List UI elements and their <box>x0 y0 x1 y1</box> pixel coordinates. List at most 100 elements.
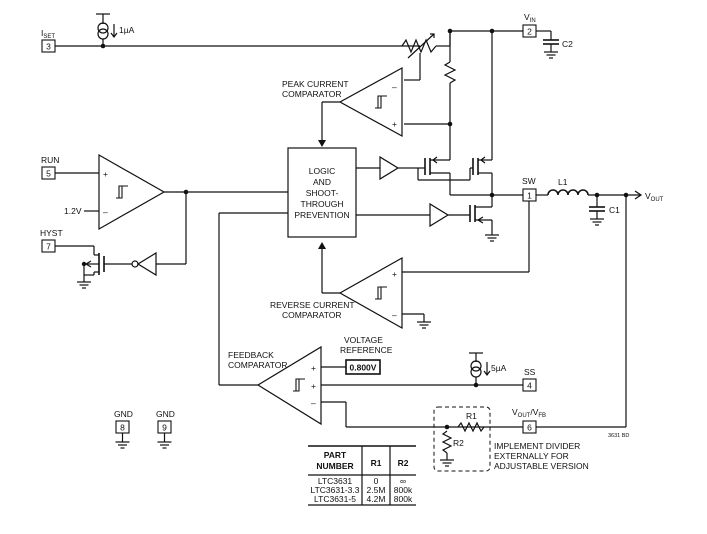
table-row: LTC3631-3.3 2.5M 800k <box>311 485 413 495</box>
vin-pin: 2 <box>522 24 537 38</box>
current-source-5ua: 5µA <box>469 352 507 385</box>
hyst-pin: 7 HYST <box>40 228 63 253</box>
logic-shoot-through-block: LOGIC AND SHOOT- THROUGH PREVENTION <box>287 147 357 238</box>
resistor-r1 <box>457 421 485 433</box>
sense-resistor <box>443 61 457 84</box>
svg-text:3: 3 <box>46 42 51 52</box>
svg-text:+: + <box>103 169 108 179</box>
svg-text:5µA: 5µA <box>491 363 507 373</box>
svg-text:2: 2 <box>527 27 532 37</box>
run-pin: 5 RUN <box>41 155 59 180</box>
svg-text:PEAK CURRENT: PEAK CURRENT <box>282 79 349 89</box>
vout-label: VOUT <box>645 191 664 203</box>
peak-current-comparator: – + PEAK CURRENT COMPARATOR <box>282 66 403 138</box>
svg-text:+: + <box>392 119 397 129</box>
doc-code: 3631 BD <box>608 433 629 439</box>
divider-dashed-box <box>433 406 491 472</box>
capacitor-c2: C2 <box>543 31 573 59</box>
svg-text:LTC3631-3.3: LTC3631-3.3 <box>311 485 360 495</box>
svg-text:PREVENTION: PREVENTION <box>294 210 349 220</box>
ss-pin: 4 SS <box>522 367 537 392</box>
svg-text:9: 9 <box>162 423 167 433</box>
bottom-nmos-switch <box>469 195 500 242</box>
svg-text:8: 8 <box>120 423 125 433</box>
current-source-1ua: 1µA <box>96 13 135 46</box>
svg-text:ADJUSTABLE VERSION: ADJUSTABLE VERSION <box>494 461 589 471</box>
svg-text:HYST: HYST <box>40 228 63 238</box>
svg-text:1µA: 1µA <box>119 25 135 35</box>
gnd-pin-9: GND 9 <box>156 409 175 449</box>
svg-text:L1: L1 <box>558 177 568 187</box>
inductor-l1 <box>547 189 589 196</box>
svg-text:1: 1 <box>527 191 532 201</box>
svg-text:SHOOT-: SHOOT- <box>306 188 339 198</box>
svg-text:SS: SS <box>524 367 536 377</box>
svg-text:+: + <box>311 363 316 373</box>
svg-text:R1: R1 <box>466 411 477 421</box>
svg-text:VOLTAGE: VOLTAGE <box>344 335 383 345</box>
svg-text:0: 0 <box>374 476 379 486</box>
vin-label: VIN <box>524 12 536 24</box>
svg-text:∞: ∞ <box>400 476 406 486</box>
reverse-current-comparator: + – REVERSE CURRENT COMPARATOR <box>270 256 403 330</box>
table-row: LTC3631-5 4.2M 800k <box>314 494 413 504</box>
svg-text:SW: SW <box>522 176 536 186</box>
vout-vfb-pin: 6 <box>522 420 537 434</box>
svg-text:–: – <box>392 310 397 320</box>
svg-text:C2: C2 <box>562 39 573 49</box>
svg-text:0.800V: 0.800V <box>350 363 377 373</box>
top-pmos-switch <box>412 150 451 190</box>
svg-text:FEEDBACK: FEEDBACK <box>228 350 274 360</box>
svg-text:EXTERNALLY FOR: EXTERNALLY FOR <box>494 451 569 461</box>
svg-text:THROUGH: THROUGH <box>301 199 344 209</box>
svg-text:–: – <box>311 398 316 408</box>
svg-text:–: – <box>392 82 397 92</box>
svg-text:6: 6 <box>527 423 532 433</box>
hyst-nmos <box>76 246 105 289</box>
svg-text:C1: C1 <box>609 205 620 215</box>
svg-text:IMPLEMENT DIVIDER: IMPLEMENT DIVIDER <box>494 441 580 451</box>
top-driver-buffer <box>379 155 400 181</box>
svg-text:800k: 800k <box>394 494 413 504</box>
svg-text:COMPARATOR: COMPARATOR <box>228 360 288 370</box>
svg-text:AND: AND <box>313 177 331 187</box>
run-comparator: + – <box>98 153 166 231</box>
svg-text:REVERSE CURRENT: REVERSE CURRENT <box>270 300 355 310</box>
table-row: LTC3631 0 ∞ <box>318 476 406 486</box>
svg-text:LTC3631-5: LTC3631-5 <box>314 494 356 504</box>
gnd-pin-8: GND 8 <box>114 409 133 449</box>
svg-text:+: + <box>311 381 316 391</box>
svg-text:4.2M: 4.2M <box>367 494 386 504</box>
sw-pin: 1 SW <box>522 176 537 202</box>
part-number-table: PART NUMBER R1 R2 LTC3631 0 ∞ LTC3631-3.… <box>308 445 416 506</box>
svg-text:–: – <box>103 207 108 217</box>
svg-text:REFERENCE: REFERENCE <box>340 345 393 355</box>
table-header-part: PART <box>324 450 347 460</box>
capacitor-c1: C1 <box>589 195 620 226</box>
resistor-r2 <box>441 430 453 454</box>
svg-text:7: 7 <box>46 242 51 252</box>
voltage-reference: VOLTAGE REFERENCE 0.800V <box>340 335 393 375</box>
svg-text:800k: 800k <box>394 485 413 495</box>
svg-text:LTC3631: LTC3631 <box>318 476 353 486</box>
svg-text:GND: GND <box>114 409 133 419</box>
iset-label: ISET <box>41 28 55 40</box>
svg-text:5: 5 <box>46 169 51 179</box>
svg-text:2.5M: 2.5M <box>367 485 386 495</box>
svg-text:LOGIC: LOGIC <box>309 166 335 176</box>
hyst-inverter <box>136 251 157 277</box>
svg-text:GND: GND <box>156 409 175 419</box>
sense-pmos <box>469 31 493 195</box>
svg-text:4: 4 <box>527 381 532 391</box>
svg-text:R2: R2 <box>453 438 464 448</box>
bottom-driver-buffer <box>429 202 450 228</box>
table-header-r2: R2 <box>398 458 409 468</box>
svg-text:NUMBER: NUMBER <box>316 461 353 471</box>
svg-text:COMPARATOR: COMPARATOR <box>282 89 342 99</box>
iset-variable-resistor <box>401 33 450 59</box>
svg-text:1.2V: 1.2V <box>64 206 82 216</box>
svg-text:+: + <box>392 269 397 279</box>
implement-divider-note: IMPLEMENT DIVIDER EXTERNALLY FOR ADJUSTA… <box>494 441 589 471</box>
table-header-r1: R1 <box>371 458 382 468</box>
